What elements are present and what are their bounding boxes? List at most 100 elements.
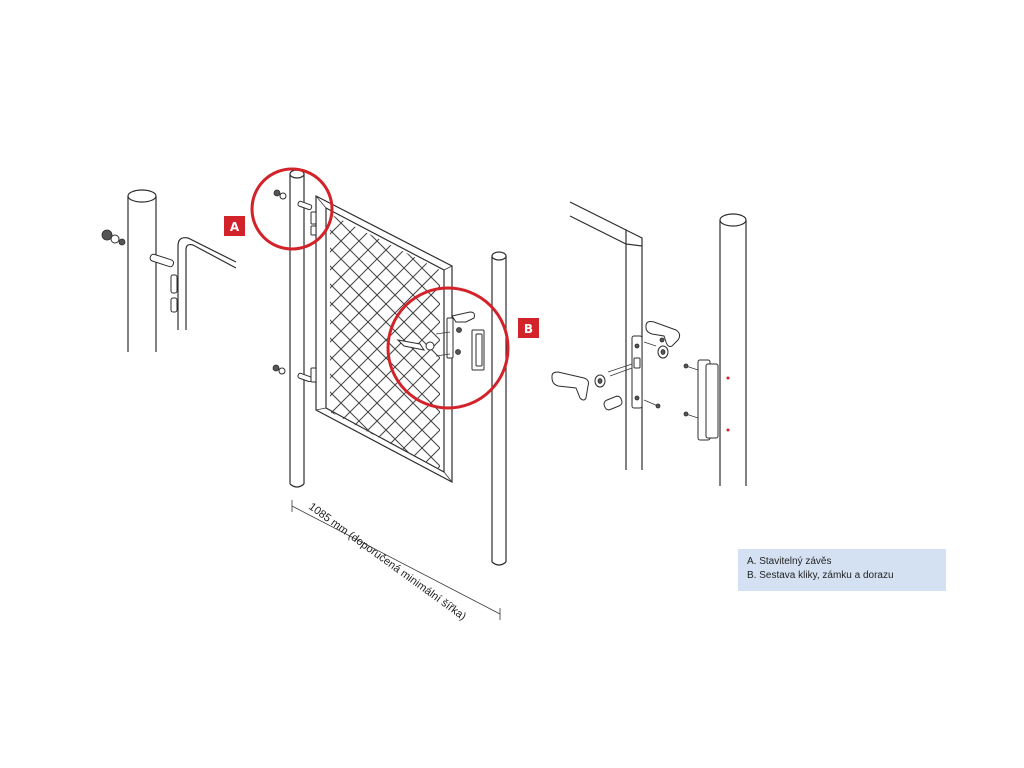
lock-post: [491, 251, 507, 566]
mesh-wire: [568, 180, 888, 500]
mesh-wire: [330, 214, 440, 470]
mesh-wire: [928, 180, 1024, 500]
mesh-wire: [910, 180, 1024, 500]
mesh-wire: [330, 214, 349, 470]
mesh-wire: [330, 214, 403, 470]
mesh-wire: [892, 180, 1024, 500]
mesh-wire: [351, 214, 440, 470]
mesh-wire: [330, 214, 440, 470]
handle-right: [645, 321, 681, 347]
mesh-wire: [964, 180, 1024, 500]
mesh-wire: [820, 180, 1024, 500]
width-dimension: 1085 mm (doporučená minimální šířka): [291, 500, 501, 623]
mesh-wire: [892, 180, 1024, 500]
mesh-wire: [982, 180, 1024, 500]
mesh-wire: [330, 214, 421, 470]
screws-left: [643, 341, 661, 409]
mesh-wire: [748, 180, 1024, 500]
mesh-wire: [928, 180, 1024, 500]
mesh-wire: [330, 214, 440, 470]
legend-item-a: A. Stavitelný závěs: [747, 556, 832, 567]
mesh-wire: [640, 180, 960, 500]
callout-label-b: B: [518, 318, 539, 338]
mesh-wire: [330, 214, 440, 470]
mesh-wire: [442, 180, 762, 500]
mesh-wire: [658, 180, 978, 500]
mesh-wire: [330, 214, 440, 470]
callout-circle-a: [250, 167, 334, 251]
mesh-wire: [550, 180, 870, 500]
lock-assembly-small: [396, 311, 485, 371]
mesh-wire: [730, 180, 1024, 500]
handle-left: [551, 371, 589, 401]
mesh-wire: [0, 180, 294, 500]
mesh-wire: [330, 214, 331, 470]
mesh-wire: [442, 180, 762, 500]
mesh-wire: [856, 180, 1024, 500]
wall-frame-detail: [569, 201, 643, 470]
mesh-wire: [982, 180, 1024, 500]
mesh-wire: [604, 180, 924, 500]
mesh-wire: [802, 180, 1024, 500]
mesh-wire: [694, 180, 1014, 500]
mesh-wire: [550, 180, 870, 500]
mesh-wire: [532, 180, 852, 500]
gate-frame: [315, 195, 453, 483]
mesh-wire: [838, 180, 1024, 500]
mesh-wire: [532, 180, 852, 500]
mesh-wire: [330, 214, 331, 470]
mesh-wire: [784, 180, 1024, 500]
legend-box: A. Stavitelný závěs B. Sestava kliky, zá…: [738, 549, 946, 591]
lock-body: [607, 335, 643, 409]
mesh-wire: [330, 214, 440, 470]
callout-label-a: A: [224, 216, 245, 236]
mesh-wire: [946, 180, 1024, 500]
upper-hinge-parts: [273, 189, 317, 236]
mesh-wire: [712, 180, 1024, 500]
mesh-wire: [333, 214, 440, 470]
mesh-wire: [676, 180, 996, 500]
mesh-wire: [946, 180, 1024, 500]
dimension-label: 1085 mm (doporučená minimální šířka): [306, 501, 468, 623]
strike-plate: [683, 359, 719, 441]
mesh-wire: [802, 180, 1024, 500]
mesh-wire: [330, 214, 367, 470]
cylinder-insert: [603, 395, 623, 411]
mesh-wire: [730, 180, 1024, 500]
mesh-wire: [496, 180, 816, 500]
mesh-wire: [838, 180, 1024, 500]
mesh-wire: [369, 214, 440, 470]
mesh-wire: [0, 180, 240, 500]
mesh-wire: [694, 180, 1014, 500]
mesh-wire: [874, 180, 1024, 500]
mesh-wire: [784, 180, 1024, 500]
mesh-wire: [0, 180, 240, 500]
mesh-wire: [748, 180, 1024, 500]
mesh-wire: [640, 180, 960, 500]
mesh-wire: [820, 180, 1024, 500]
gate-post-right: [719, 213, 747, 486]
mesh-wire: [766, 180, 1024, 500]
mesh-wire: [712, 180, 1024, 500]
gate-mesh: [0, 180, 1024, 500]
mesh-wire: [333, 214, 440, 470]
mesh-wire: [330, 214, 349, 470]
mesh-wire: [658, 180, 978, 500]
mesh-wire: [0, 180, 294, 500]
mesh-wire: [0, 180, 258, 500]
mesh-wire: [330, 214, 440, 470]
hinge-post: [289, 169, 305, 488]
rosette-right: [657, 337, 669, 359]
mesh-wire: [604, 180, 924, 500]
mesh-wire: [330, 214, 385, 470]
mesh-wire: [330, 214, 367, 470]
svg-text:B: B: [524, 322, 533, 336]
mesh-wire: [568, 180, 888, 500]
mesh-wire: [766, 180, 1024, 500]
mesh-wire: [0, 180, 258, 500]
rosette-left: [594, 374, 606, 388]
mesh-wire: [496, 180, 816, 500]
mesh-wire: [856, 180, 1024, 500]
mesh-wire: [964, 180, 1024, 500]
